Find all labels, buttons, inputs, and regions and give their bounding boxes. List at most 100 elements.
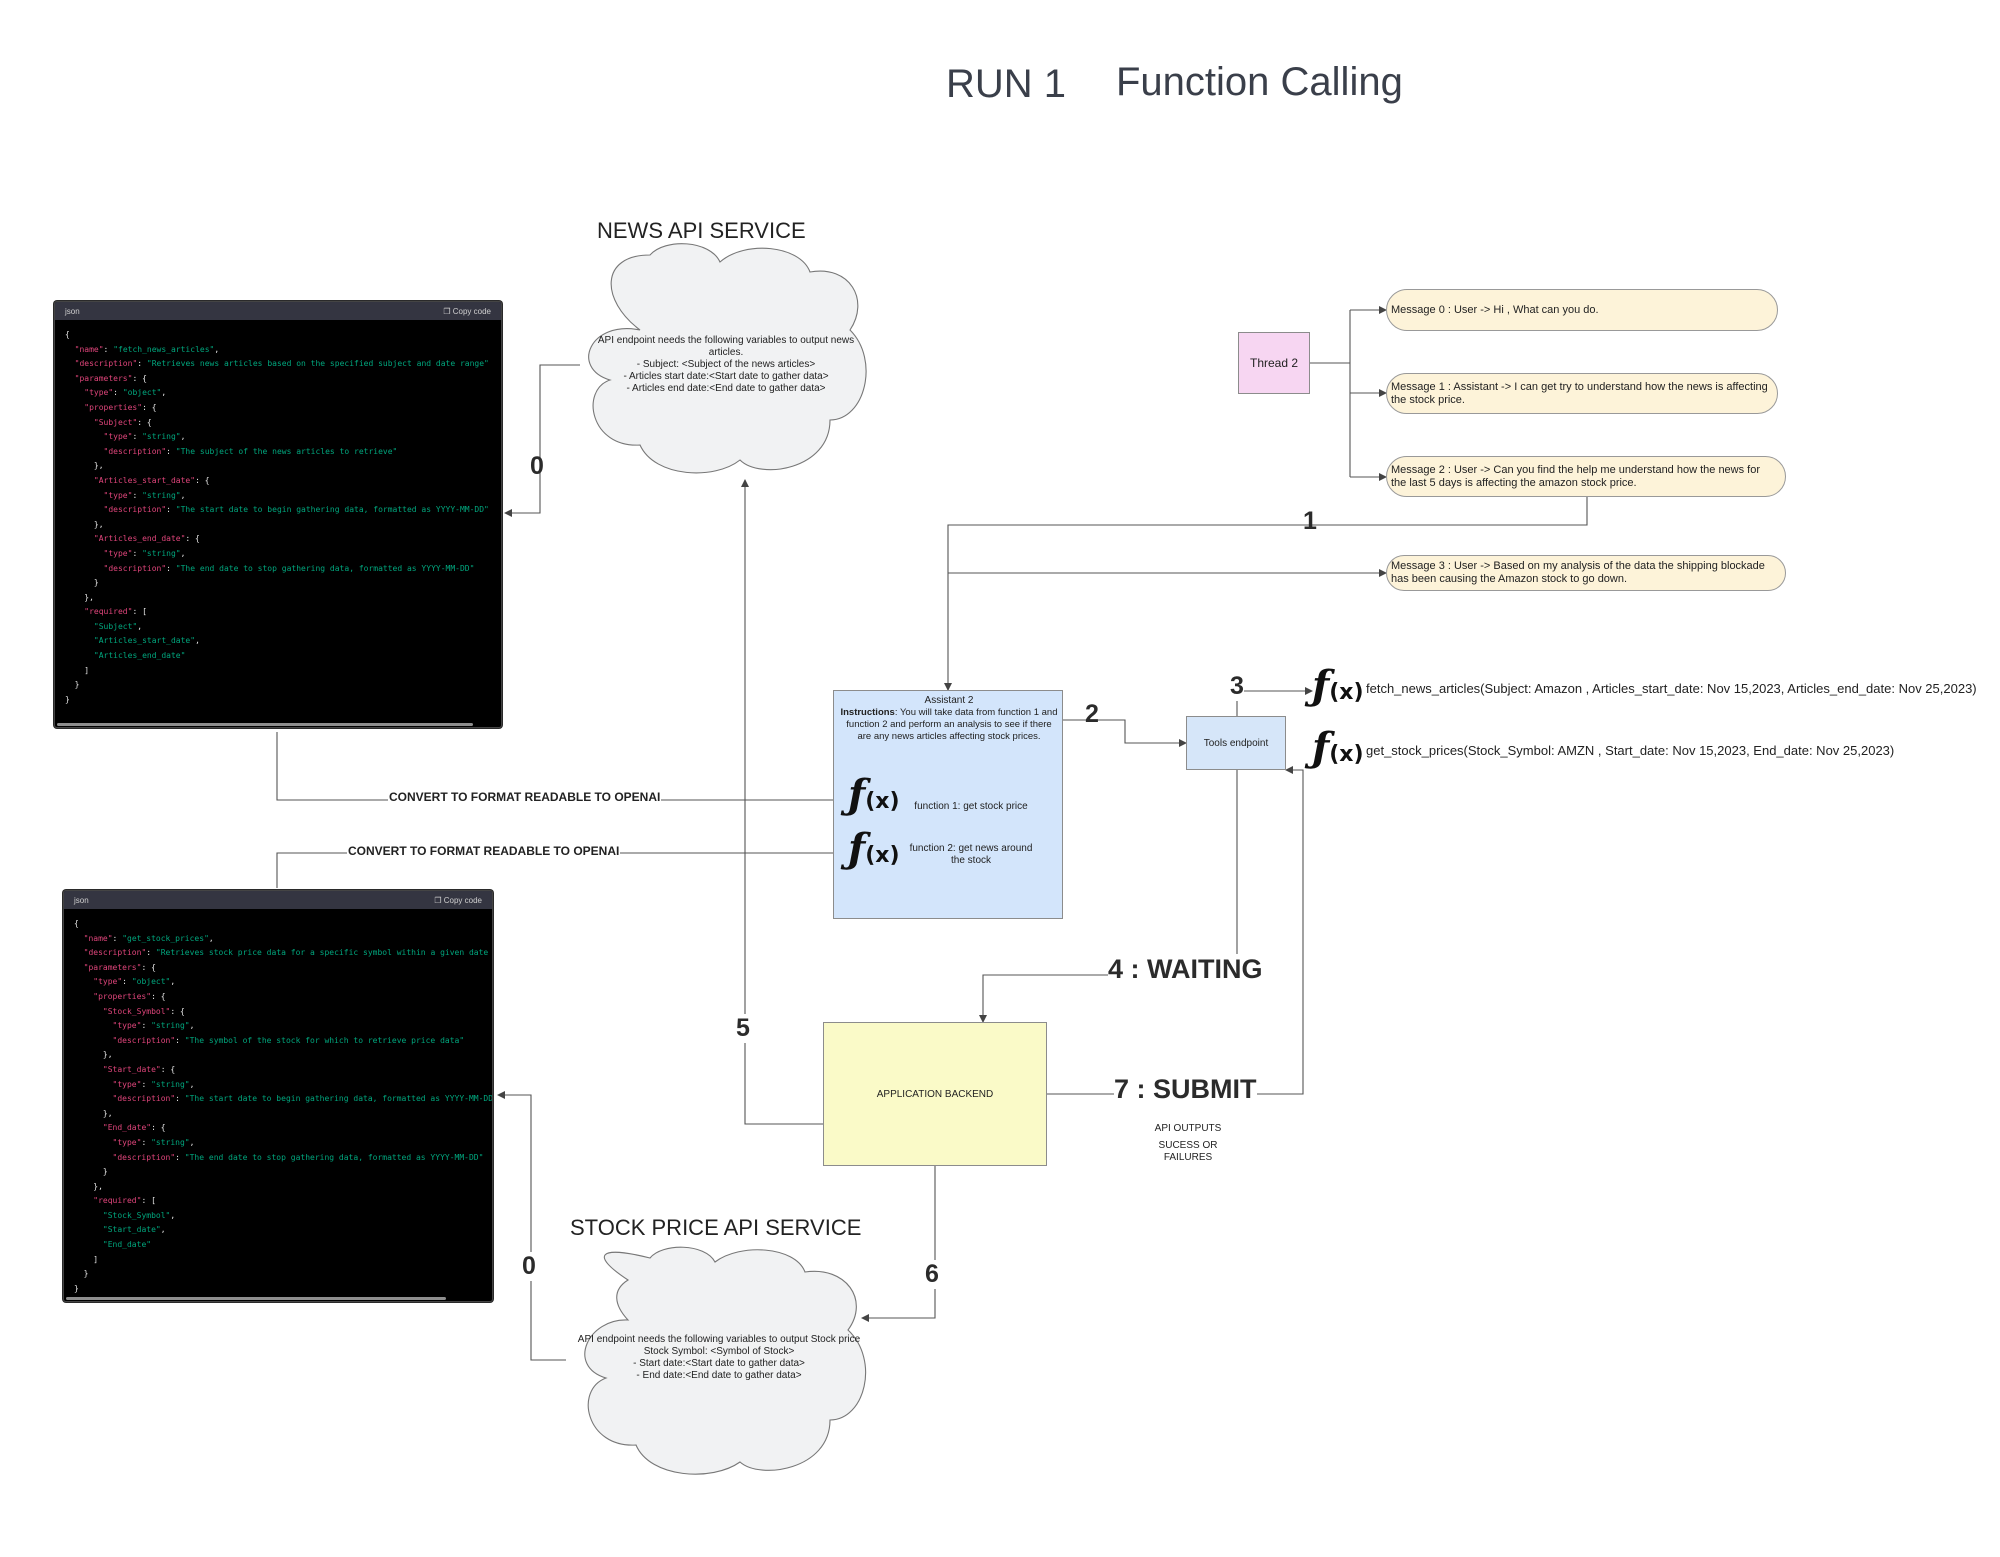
code-token <box>65 534 94 543</box>
code-token: ] <box>74 1254 99 1264</box>
code-token: "Start_date" <box>102 1225 161 1235</box>
step-7-submit: 7 : SUBMIT <box>1114 1074 1257 1105</box>
code-token <box>74 963 84 972</box>
code-line: }, <box>74 1180 492 1195</box>
function-icon: ƒ(x) <box>848 771 900 818</box>
code-token <box>74 1021 113 1030</box>
call-get-stock-prices: get_stock_prices(Stock_Symbol: AMZN , St… <box>1366 743 1895 758</box>
code-line: "description": "Retrieves stock price da… <box>74 946 492 961</box>
code-token: }, <box>74 1050 113 1060</box>
code-line: "Start_date", <box>74 1223 492 1238</box>
code-token: : <box>132 548 143 558</box>
message-2: Message 2 : User -> Can you find the hel… <box>1386 456 1786 497</box>
code-token: "description" <box>74 359 138 369</box>
code-lang-label: json <box>74 895 89 905</box>
code-line: "type": "string", <box>74 1019 492 1034</box>
code-token: }, <box>65 461 104 471</box>
code-token: "properties" <box>93 991 152 1001</box>
copy-code-button[interactable]: ❐ Copy code <box>443 306 491 316</box>
code-token: : [ <box>141 1196 156 1206</box>
code-token: : { <box>141 962 156 972</box>
code-token: }, <box>65 592 94 602</box>
code-token: : <box>132 432 143 442</box>
code-token: "The start date to begin gathering data,… <box>184 1094 493 1104</box>
code-line: "type": "string", <box>74 1136 492 1151</box>
code-line: "description": "The subject of the news … <box>65 445 501 460</box>
code-token: }, <box>65 519 104 529</box>
code-token: "type" <box>112 1079 142 1089</box>
code-line: "required": [ <box>74 1194 492 1209</box>
code-line: "description": "The end date to stop gat… <box>65 562 501 577</box>
code-token <box>65 651 94 660</box>
assistant-node: Assistant 2 Instructions: You will take … <box>833 690 1063 919</box>
code-token: : <box>141 1137 152 1147</box>
code-token: : { <box>137 417 152 427</box>
code-token: "Articles_end_date" <box>93 651 186 661</box>
code-token <box>65 418 94 427</box>
code-token <box>74 977 93 986</box>
code-token: "required" <box>84 607 133 617</box>
code-token: } <box>65 680 80 690</box>
code-token <box>65 432 104 441</box>
code-line: "Subject": { <box>65 416 501 431</box>
code-token: "Articles_start_date" <box>93 636 196 646</box>
code-token: "object" <box>131 977 171 987</box>
code-token: "type" <box>103 548 133 558</box>
edge-news-to-code1 <box>504 364 580 517</box>
code-token: "type" <box>112 1137 142 1147</box>
code-lang-label: json <box>65 306 80 316</box>
copy-code-button[interactable]: ❐ Copy code <box>434 895 482 905</box>
convert-label-2: CONVERT TO FORMAT READABLE TO OPENAI <box>347 844 621 858</box>
code-token: , <box>170 1210 176 1220</box>
code-line: "properties": { <box>74 990 492 1005</box>
code-line: "type": "string", <box>65 547 501 562</box>
code-token: : { <box>142 402 157 412</box>
code-token: "Subject" <box>93 621 138 631</box>
code-token: : { <box>170 1006 185 1016</box>
code-token <box>74 1211 103 1220</box>
code-token: "The subject of the news articles to ret… <box>175 446 398 456</box>
code-line: "End_date" <box>74 1238 492 1253</box>
code-line: "description": "The start date to begin … <box>65 503 501 518</box>
code-token: "Stock_Symbol" <box>102 1210 171 1220</box>
step-6: 6 <box>925 1260 939 1289</box>
code-token: : <box>166 563 176 573</box>
stock-service-title: STOCK PRICE API SERVICE <box>570 1215 862 1240</box>
step-0-news: 0 <box>530 452 544 480</box>
thread-label: Thread 2 <box>1249 356 1299 370</box>
horizontal-scrollbar[interactable] <box>66 1297 446 1300</box>
code-block-fetch-news: json ❐ Copy code { "name": "fetch_news_a… <box>54 301 502 728</box>
convert-label-1: CONVERT TO FORMAT READABLE TO OPENAI <box>388 790 662 804</box>
message-3: Message 3 : User -> Based on my analysis… <box>1386 555 1786 591</box>
code-line: "type": "string", <box>65 430 501 445</box>
code-line: } <box>74 1165 492 1180</box>
code-line: "description": "Retrieves news articles … <box>65 357 501 372</box>
horizontal-scrollbar[interactable] <box>57 723 473 726</box>
code-token: "Stock_Symbol" <box>102 1006 171 1016</box>
code-token: "type" <box>84 388 114 398</box>
code-line: ] <box>74 1253 492 1268</box>
code-token: "Subject" <box>93 417 138 427</box>
code-token: "type" <box>103 490 133 500</box>
message-1: Message 1 : Assistant -> I can get try t… <box>1386 373 1778 414</box>
code-token: } <box>65 694 70 704</box>
code-token: "description" <box>112 1152 176 1162</box>
edge-code2-convert <box>276 852 860 888</box>
code-token: { <box>65 330 70 339</box>
code-token: "get_stock_prices" <box>122 933 209 943</box>
code-line: }, <box>65 518 501 533</box>
news-service-description: API endpoint needs the following variabl… <box>597 335 855 394</box>
code-line: "type": "object", <box>74 975 492 990</box>
code-token <box>65 374 75 383</box>
code-token: , <box>208 933 214 943</box>
code-line: }, <box>74 1107 492 1122</box>
code-token <box>65 447 104 456</box>
code-token <box>74 948 84 957</box>
code-token: "Retrieves stock price data for a specif… <box>155 948 493 958</box>
code-line: "Subject", <box>65 620 501 635</box>
code-token: "The start date to begin gathering data,… <box>175 505 489 515</box>
code-token: "The symbol of the stock for which to re… <box>184 1035 465 1045</box>
code-token: "description" <box>103 505 167 515</box>
code-line: "End_date": { <box>74 1121 492 1136</box>
stock-service-description: API endpoint needs the following variabl… <box>577 1334 861 1381</box>
